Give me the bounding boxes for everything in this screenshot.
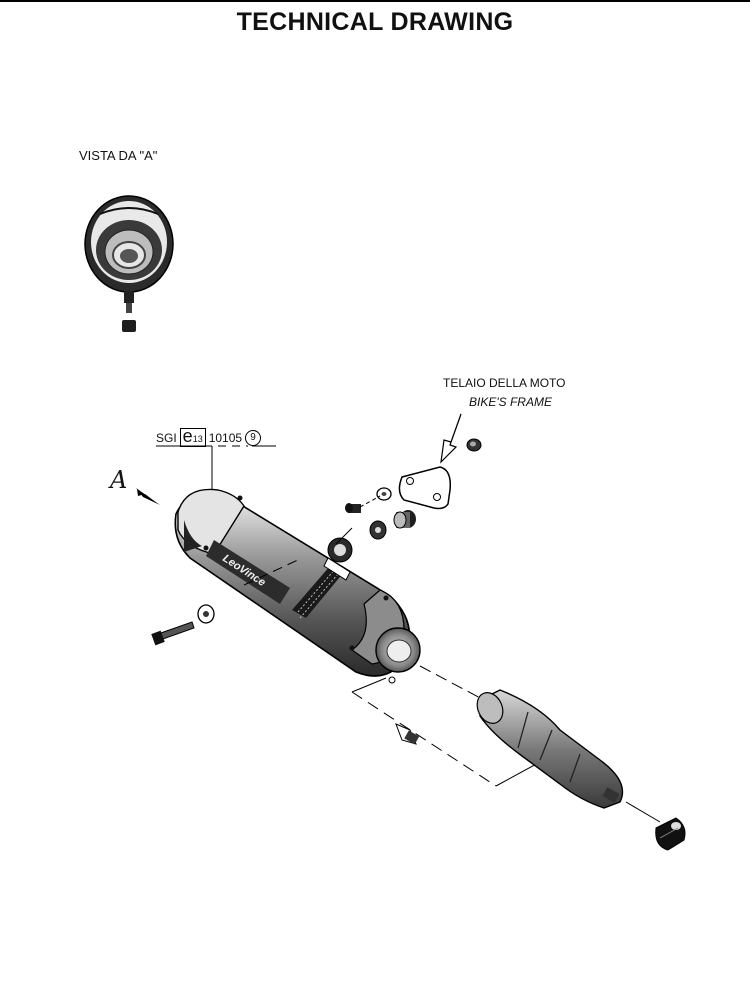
frame-label-english: BIKE'S FRAME: [469, 395, 552, 409]
pipe-clamp-bolt: [388, 676, 420, 745]
frame-arrow-icon: [440, 413, 462, 464]
view-callout-letter: A: [110, 466, 128, 494]
frame-bracket-assembly: [345, 438, 482, 540]
muffler-clamp-band: [292, 537, 353, 619]
assembly-guide-lines: [243, 527, 661, 823]
e-mark-letter: e: [182, 426, 193, 446]
e-mark-number: 13: [192, 434, 203, 444]
muffler-canister: LeoVince: [174, 488, 421, 677]
approval-number: 10105: [208, 430, 243, 445]
front-view-label: VISTA DA "A": [79, 148, 158, 163]
page-title: TECHNICAL DRAWING: [236, 8, 514, 36]
link-pipe: [476, 689, 624, 809]
pipe-end-clamp: [655, 817, 686, 851]
circled-number: 9: [245, 429, 262, 446]
frame-label-italian: TELAIO DELLA MOTO: [443, 376, 566, 390]
mounting-bolt-left: [151, 604, 215, 646]
top-border-rule: [0, 0, 750, 2]
front-view-muffler: [84, 195, 174, 332]
homologation-prefix: SGI: [156, 430, 177, 445]
